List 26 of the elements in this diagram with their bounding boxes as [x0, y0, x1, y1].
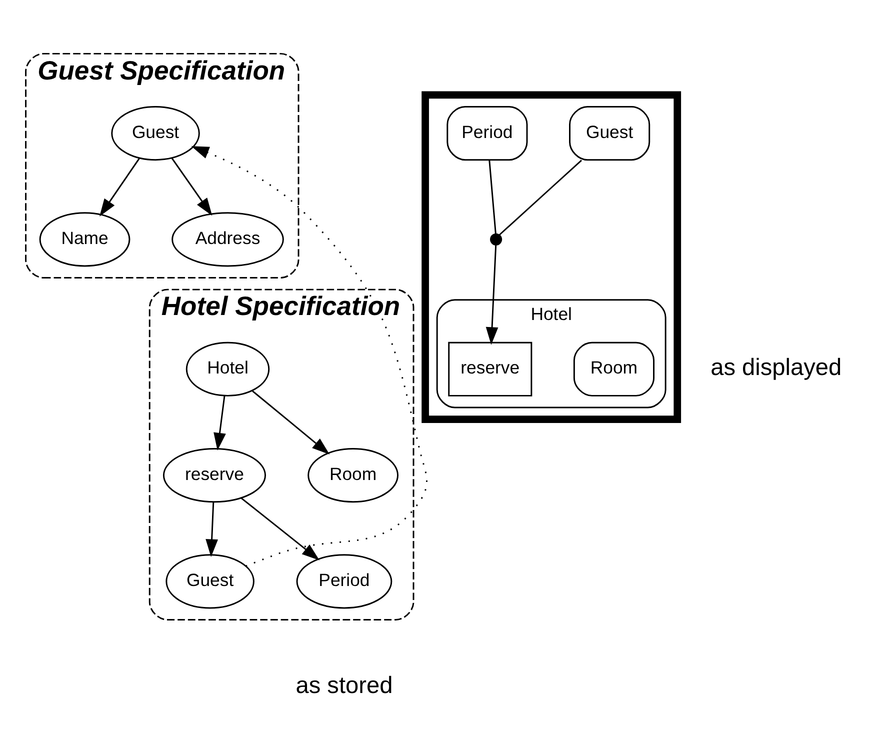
connector	[488, 160, 496, 234]
node-box: reserve	[448, 341, 532, 396]
node-ellipse: Hotel	[186, 341, 270, 396]
node-box: Period	[446, 106, 528, 160]
node-ellipse: Name	[39, 212, 130, 266]
node-ellipse: Address	[172, 212, 284, 266]
arrow	[100, 157, 140, 216]
node-circle	[490, 232, 502, 245]
node-ellipse: Guest	[166, 554, 254, 608]
arrow	[240, 497, 320, 560]
arrow	[486, 244, 498, 344]
node-box: Guest	[569, 106, 650, 160]
node-label: as displayed	[710, 353, 842, 380]
arrow	[252, 390, 330, 454]
node-ellipse: reserve	[162, 448, 266, 502]
arrow	[171, 157, 212, 216]
node-ellipse: Room	[308, 448, 398, 502]
cluster	[422, 90, 682, 422]
arrow	[191, 146, 428, 566]
arrow	[206, 502, 218, 556]
connector	[499, 159, 582, 235]
node-label: as stored	[296, 672, 393, 698]
node-box: Room	[573, 341, 655, 396]
node-ellipse: Period	[296, 554, 392, 608]
node-ellipse: Guest	[111, 106, 200, 160]
arrow	[214, 395, 226, 450]
